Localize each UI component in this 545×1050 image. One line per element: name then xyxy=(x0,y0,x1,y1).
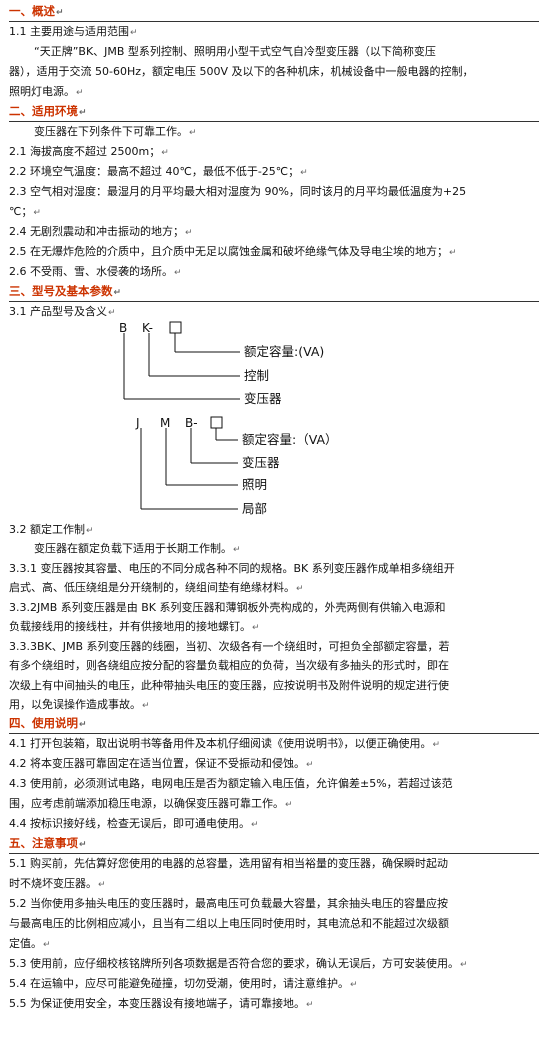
code-letter-m: M xyxy=(160,416,170,430)
label-transformer: 变压器 xyxy=(244,391,282,406)
code-letter-k: K- xyxy=(142,321,153,335)
para-3-3-2-line-2: 负载接线用的接线柱，并有供接地用的接地螺钉。↵ xyxy=(9,620,260,633)
para-3-3-3-line-4: 用，以免误操作造成事故。↵ xyxy=(9,698,150,711)
label-local: 局部 xyxy=(242,501,267,516)
label-control: 控制 xyxy=(244,368,269,383)
para-5-2-line-3: 定值。↵ xyxy=(9,937,51,950)
para-5-2-line-2: 与最高电压的比例相应减小，且当有二组以上电压同时使用时，其电流总和不能超过次级额 xyxy=(9,917,449,930)
capacity-box-2 xyxy=(210,416,223,429)
para-3-3-3-line-3: 次级上有中间抽头的电压，此种带抽头电压的变压器，应按说明书及附件说明的规定进行使 xyxy=(9,679,449,692)
para-4-3-line-1: 4.3 使用前，必须测试电路，电网电压是否为额定输入电压值，允许偏差±5%，若超… xyxy=(9,777,453,790)
para-3-3-1-line-1: 3.3.1 变压器按其容量、电压的不同分成各种不同的规格。BK 系列变压器作成单… xyxy=(9,562,455,575)
model-code-diagram: B K- 额定容量:(VA) 控制 变压器 J M B- 额定容量:（VA） 变… xyxy=(119,321,338,516)
para-3-3-3-line-2: 有多个绕组时，则各绕组应按分配的容量负载相应的负荷，当次级有多抽头的形式时，即在 xyxy=(9,659,449,672)
para-3-3-2-line-1: 3.3.2JMB 系列变压器是由 BK 系列变压器和薄钢板外壳构成的，外壳两侧有… xyxy=(9,601,446,614)
para-3-1: 3.1 产品型号及含义↵ xyxy=(9,305,116,318)
para-1-1-line-2: 器），适用于交流 50-60Hz，额定电压 500V 及以下的各种机床，机械设备… xyxy=(9,65,474,78)
section-rule xyxy=(9,21,539,22)
para-2-1: 2.1 海拔高度不超过 2500m；↵ xyxy=(9,145,169,158)
label-rated-capacity: 额定容量:(VA) xyxy=(244,344,324,359)
section-rule xyxy=(9,121,539,122)
label-lighting: 照明 xyxy=(242,477,267,492)
para-3-3-3-line-1: 3.3.3BK、JMB 系列变压器的线圈，当初、次级各有一个绕组时，可担负全部额… xyxy=(9,640,450,653)
para-5-2-line-1: 5.2 当你使用多抽头电压的变压器时，最高电压可负载最大容量，其余抽头电压的容量… xyxy=(9,897,448,910)
para-3-2: 3.2 额定工作制↵ xyxy=(9,523,94,536)
code-letter-b2: B- xyxy=(185,416,198,430)
para-2-4: 2.4 无剧烈震动和冲击振动的地方；↵ xyxy=(9,225,193,238)
section-rule xyxy=(9,301,539,302)
para-1-1-line-1: “天正牌”BK、JMB 型系列控制、照明用小型干式空气自冷型变压器（以下简称变压 xyxy=(34,45,436,58)
section-heading-precautions: 五、注意事项↵ xyxy=(9,836,87,850)
para-4-1: 4.1 打开包装箱，取出说明书等备用件及本机仔细阅读《使用说明书》，以便正确使用… xyxy=(9,737,441,750)
para-1-1-line-3: 照明灯电源。↵ xyxy=(9,85,84,98)
label-transformer-2: 变压器 xyxy=(242,455,280,470)
para-5-1-line-2: 时不烧坏变压器。↵ xyxy=(9,877,106,890)
code-letter-j: J xyxy=(135,416,140,430)
section-heading-usage: 四、使用说明↵ xyxy=(9,716,87,730)
para-1-1-title: 1.1 主要用途与适用范围↵ xyxy=(9,25,138,38)
para-3-2-body: 变压器在额定负载下适用于长期工作制。↵ xyxy=(34,542,241,555)
para-4-2: 4.2 将本变压器可靠固定在适当位置，保证不受振动和侵蚀。↵ xyxy=(9,757,314,770)
section-heading-overview: 一、概述↵ xyxy=(9,4,64,18)
para-2-3-line-2: ℃；↵ xyxy=(9,205,41,218)
para-4-3-line-2: 围，应考虑前端添加稳压电源，以确保变压器可靠工作。↵ xyxy=(9,797,293,810)
para-2-3-line-1: 2.3 空气相对湿度：最湿月的月平均最大相对湿度为 90%，同时该月的月平均最低… xyxy=(9,185,467,198)
section-rule xyxy=(9,853,539,854)
para-5-3: 5.3 使用前，应仔细校核铭牌所列各项数据是否符合您的要求，确认无误后，方可安装… xyxy=(9,957,468,970)
para-4-4: 4.4 按标识接好线，检查无误后，即可通电使用。↵ xyxy=(9,817,259,830)
section-heading-models: 三、型号及基本参数↵ xyxy=(9,284,122,298)
para-2-6: 2.6 不受雨、雪、水侵袭的场所。↵ xyxy=(9,265,182,278)
para-5-4: 5.4 在运输中，应尽可能避免碰撞，切勿受潮，使用时，请注意维护。↵ xyxy=(9,977,358,990)
para-2-2: 2.2 环境空气温度：最高不超过 40℃，最低不低于-25℃；↵ xyxy=(9,165,308,178)
para-2-intro: 变压器在下列条件下可靠工作。↵ xyxy=(34,125,197,138)
code-letter-b: B xyxy=(119,321,127,335)
capacity-box-1 xyxy=(169,321,182,334)
para-5-5: 5.5 为保证使用安全，本变压器设有接地端子，请可靠接地。↵ xyxy=(9,997,314,1010)
para-5-1-line-1: 5.1 购买前，先估算好您使用的电器的总容量，选用留有相当裕量的变压器，确保瞬时… xyxy=(9,857,448,870)
section-rule xyxy=(9,733,539,734)
para-3-3-1-line-2: 启式、高、低压绕组是分开绕制的，绕组间垫有绝缘材料。↵ xyxy=(9,581,304,594)
label-rated-capacity-2: 额定容量:（VA） xyxy=(242,432,338,447)
para-2-5: 2.5 在无爆炸危险的介质中，且介质中无足以腐蚀金属和破坏绝缘气体及导电尘埃的地… xyxy=(9,245,457,258)
section-heading-environment: 二、适用环境↵ xyxy=(9,104,87,118)
